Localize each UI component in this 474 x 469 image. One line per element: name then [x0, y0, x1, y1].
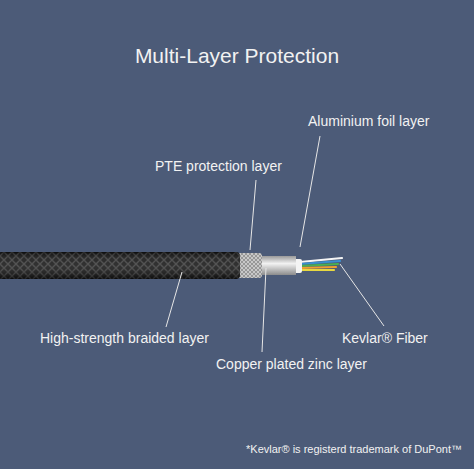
cable: [0, 252, 342, 279]
part-label: Copper plated zinc layer: [216, 356, 367, 372]
part-label: Aluminium foil layer: [308, 113, 429, 129]
part-label: High-strength braided layer: [40, 330, 209, 346]
part-label: PTE protection layer: [155, 158, 282, 174]
footnote: *Kevlar® is registerd trademark of DuPon…: [246, 443, 462, 455]
title: Multi-Layer Protection: [0, 44, 474, 68]
part-label: Kevlar® Fiber: [342, 330, 428, 346]
